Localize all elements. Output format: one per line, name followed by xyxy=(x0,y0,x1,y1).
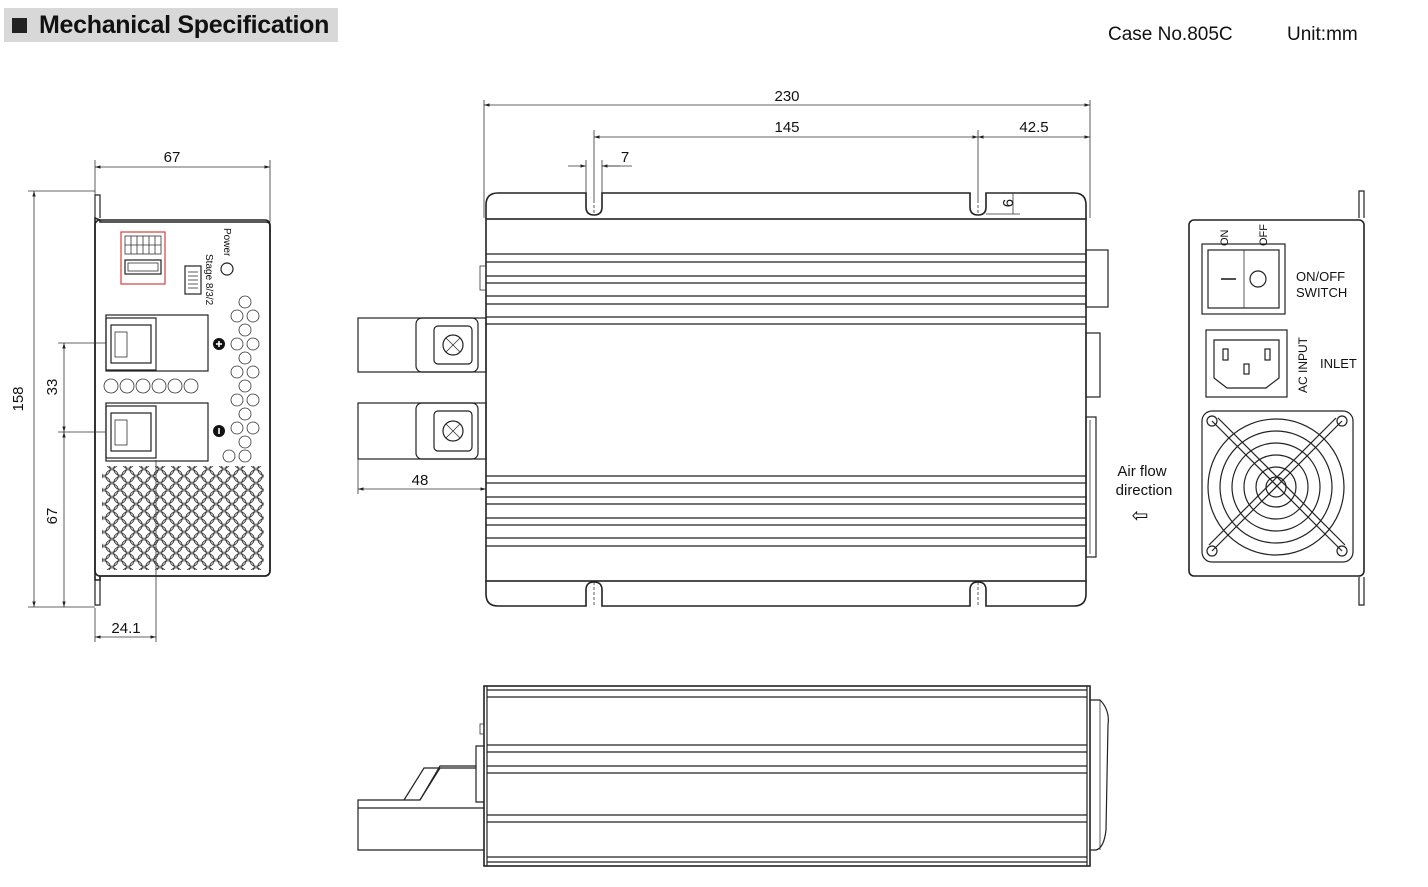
dim-hole-offset: 42.5 xyxy=(1019,119,1048,136)
section-header: Mechanical Specification xyxy=(4,8,338,42)
dim-slot-depth: 9 xyxy=(999,199,1016,207)
power-label: Power xyxy=(221,228,232,257)
switch-on-label: ON xyxy=(1219,229,1231,246)
dim-height-front: 158 xyxy=(10,386,27,411)
switch-label-line2: SWITCH xyxy=(1296,285,1347,300)
top-view: 230 145 42.5 7 9 48 Air flow direction ⇦ xyxy=(357,88,1173,607)
inlet-pin-ground xyxy=(1243,363,1250,375)
side-view xyxy=(357,685,1109,867)
fan-frame xyxy=(1201,410,1354,563)
airflow-label-line2: direction xyxy=(1116,482,1173,499)
rear-panel-body xyxy=(1188,219,1365,577)
front-panel-body xyxy=(94,219,271,577)
header-square-icon xyxy=(12,17,27,33)
screw-positive-icon xyxy=(442,334,464,356)
dip-switch-frame xyxy=(120,231,166,285)
output-connector-negative xyxy=(105,402,209,462)
switch-off-label: OFF xyxy=(1258,224,1270,246)
power-switch xyxy=(1201,243,1286,315)
inlet-protrusion xyxy=(1085,332,1101,398)
side-heatsink-fins xyxy=(487,689,1087,863)
case-body xyxy=(485,218,1087,582)
page-title: Mechanical Specification xyxy=(39,10,330,39)
switch-label-line1: ON/OFF xyxy=(1296,269,1345,284)
vent-holes-column-right xyxy=(222,295,260,463)
dim-connector-offset: 24.1 xyxy=(111,620,140,637)
dim-width-front: 67 xyxy=(164,149,181,166)
inlet-label: INLET xyxy=(1320,356,1357,371)
top-flange xyxy=(485,192,1087,219)
dip-switch xyxy=(124,259,162,275)
front-tab-bottom xyxy=(94,577,101,606)
switch-protrusion xyxy=(1085,249,1109,308)
front-tab-top xyxy=(94,194,101,218)
ac-input-label: AC INPUT xyxy=(1296,336,1310,393)
stage-switch xyxy=(184,265,202,295)
fan-screw-icon xyxy=(1206,415,1218,427)
unit-label: Unit:mm xyxy=(1287,24,1358,45)
ac-inlet xyxy=(1205,329,1288,398)
dim-connector-pitch: 33 xyxy=(44,379,61,396)
rear-panel-view: ON OFF ON/OFF SWITCH AC INPUT INLET xyxy=(1188,190,1365,606)
airflow-arrow-icon: ⇦ xyxy=(1132,505,1149,527)
off-symbol-icon xyxy=(1249,270,1267,288)
dim-cable-length: 48 xyxy=(412,472,429,489)
fan-guard xyxy=(1207,418,1345,556)
fan-guard-protrusion xyxy=(1085,416,1097,558)
dim-length-total: 230 xyxy=(774,88,799,105)
screw-negative-icon xyxy=(442,420,464,442)
airflow-label-line1: Air flow xyxy=(1117,463,1166,480)
case-number: Case No.805C xyxy=(1108,24,1233,45)
bottom-flange xyxy=(485,581,1087,607)
dim-slot-width: 7 xyxy=(621,149,629,166)
vent-holes-row-middle xyxy=(103,378,199,394)
front-panel-view: Stage 8/3/2 Power xyxy=(10,149,271,642)
dim-connector-height: 67 xyxy=(44,508,61,525)
side-case-body xyxy=(483,685,1091,867)
inlet-pin-left xyxy=(1222,348,1229,361)
heatsink-fins xyxy=(486,253,1086,547)
stage-label: Stage 8/3/2 xyxy=(203,254,214,306)
power-led xyxy=(220,262,234,276)
inlet-pin-right xyxy=(1264,348,1271,361)
dim-hole-spacing: 145 xyxy=(774,119,799,136)
